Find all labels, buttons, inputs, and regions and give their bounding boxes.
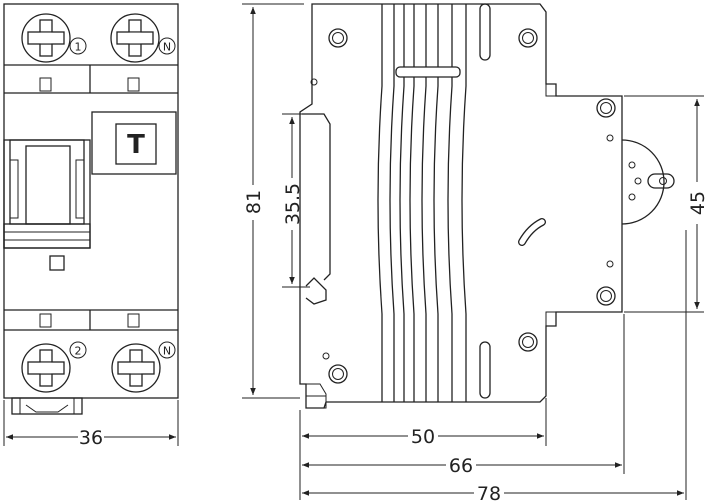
dimension-36-label: 36 [79, 427, 103, 449]
dimension-45-label: 45 [687, 191, 708, 215]
dimension-35-5-label: 35.5 [282, 183, 304, 225]
terminal-label-2: 2 [75, 345, 82, 358]
dimension-78-label: 78 [477, 483, 501, 502]
terminal-marker-1 [69, 37, 87, 55]
terminal-screw-bottom-left [21, 343, 71, 393]
test-button-label: T [127, 130, 145, 160]
test-button [115, 123, 157, 165]
din-clip-lower [305, 277, 327, 305]
terminal-marker-n-bottom [158, 341, 176, 359]
lever-pivot [621, 139, 675, 225]
mounting-hole-head-top [596, 98, 616, 118]
terminal-screw-top-left [21, 13, 71, 63]
mounting-hole-top [328, 28, 348, 48]
din-clip-upper [302, 113, 331, 281]
din-clip-front [11, 397, 83, 415]
bottom-slot [479, 341, 491, 399]
dimension-78: 78 [302, 483, 684, 502]
dimension-36: 36 [3, 400, 179, 449]
dimension-81: 81 [242, 3, 304, 399]
top-slot [479, 3, 491, 61]
terminal-marker-n-top [158, 37, 176, 55]
dimension-81-label: 81 [243, 190, 265, 214]
flange-band [395, 66, 461, 78]
terminal-screw-top-right [110, 13, 160, 63]
mounting-hole-right-bottom [518, 332, 538, 352]
mounting-hole-bottom [328, 364, 348, 384]
dimension-66: 66 [302, 455, 622, 477]
dimension-66-label: 66 [449, 455, 473, 477]
mounting-hole-head-bottom [596, 286, 616, 306]
terminal-label-n-top: N [163, 41, 171, 54]
side-view: 81 35.5 [242, 3, 708, 502]
mounting-hole-right-top [518, 28, 538, 48]
front-body-outline [3, 3, 179, 399]
front-view: 1 N T [3, 3, 179, 449]
dimension-45: 45 [624, 95, 708, 313]
toggle-handle [3, 139, 91, 249]
test-button-frame [91, 111, 177, 175]
side-body-outline [299, 3, 623, 409]
terminal-label-n-bottom: N [163, 345, 171, 358]
dimension-50: 50 [302, 426, 544, 448]
terminal-screw-bottom-right [111, 343, 161, 393]
terminal-label-1: 1 [75, 41, 82, 54]
indicator-window [49, 255, 65, 271]
dimension-50-label: 50 [411, 426, 435, 448]
dimension-35-5: 35.5 [282, 113, 316, 288]
terminal-marker-2 [69, 341, 87, 359]
